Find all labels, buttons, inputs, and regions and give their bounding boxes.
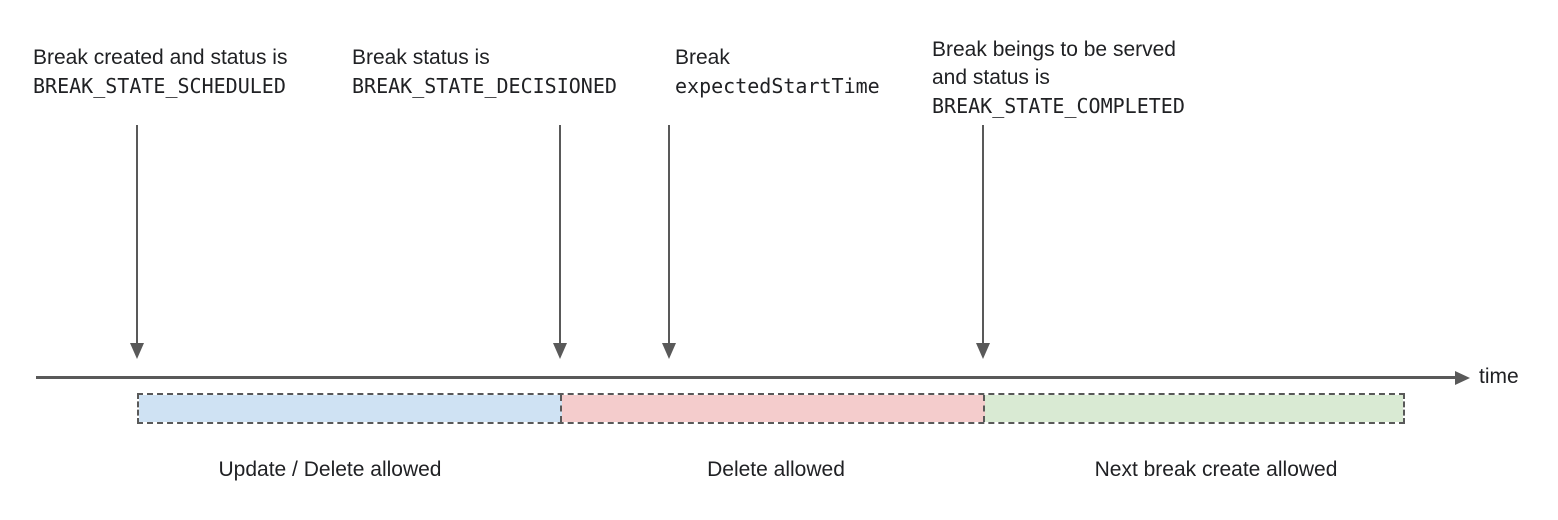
break-phase-bar-inner [139,395,1403,422]
annotation-expected-start-time: Break expectedStartTime [675,44,880,100]
down-arrow-completed-line [982,125,984,344]
down-arrow-completed-head-icon [976,343,990,359]
break-phase-bar [137,393,1405,424]
segment-update-delete-allowed [139,395,562,422]
segment-label-delete-allowed: Delete allowed [707,458,845,481]
annotation-break-completed: Break beings to be served and status is … [932,36,1185,120]
down-arrow-scheduled-head-icon [130,343,144,359]
annotation-break-scheduled-code: BREAK_STATE_SCHEDULED [33,74,286,98]
segment-delete-allowed [562,395,985,422]
time-axis-line [36,376,1456,379]
segment-divider-1 [560,395,562,422]
segment-label-next-break-create-allowed: Next break create allowed [1094,458,1338,481]
down-arrow-expected-start-line [668,125,670,344]
down-arrow-decisioned-line [559,125,561,344]
annotation-expected-start-time-text: Break [675,46,730,69]
down-arrow-decisioned-head-icon [553,343,567,359]
time-axis-label: time [1479,365,1519,388]
annotation-expected-start-time-code: expectedStartTime [675,74,880,98]
down-arrow-scheduled-line [136,125,138,344]
annotation-break-scheduled-text: Break created and status is [33,46,288,69]
annotation-break-scheduled: Break created and status is BREAK_STATE_… [33,44,287,100]
annotation-break-completed-text2: and status is [932,66,1050,89]
down-arrow-expected-start-head-icon [662,343,676,359]
annotation-break-completed-text1: Break beings to be served [932,38,1176,61]
segment-divider-2 [983,395,985,422]
annotation-break-completed-code: BREAK_STATE_COMPLETED [932,94,1185,118]
segment-label-update-delete-allowed: Update / Delete allowed [218,458,442,481]
segment-next-break-create-allowed [985,395,1403,422]
annotation-break-decisioned-code: BREAK_STATE_DECISIONED [352,74,617,98]
time-axis-arrowhead-icon [1455,370,1470,385]
annotation-break-decisioned: Break status is BREAK_STATE_DECISIONED [352,44,617,100]
annotation-break-decisioned-text: Break status is [352,46,490,69]
